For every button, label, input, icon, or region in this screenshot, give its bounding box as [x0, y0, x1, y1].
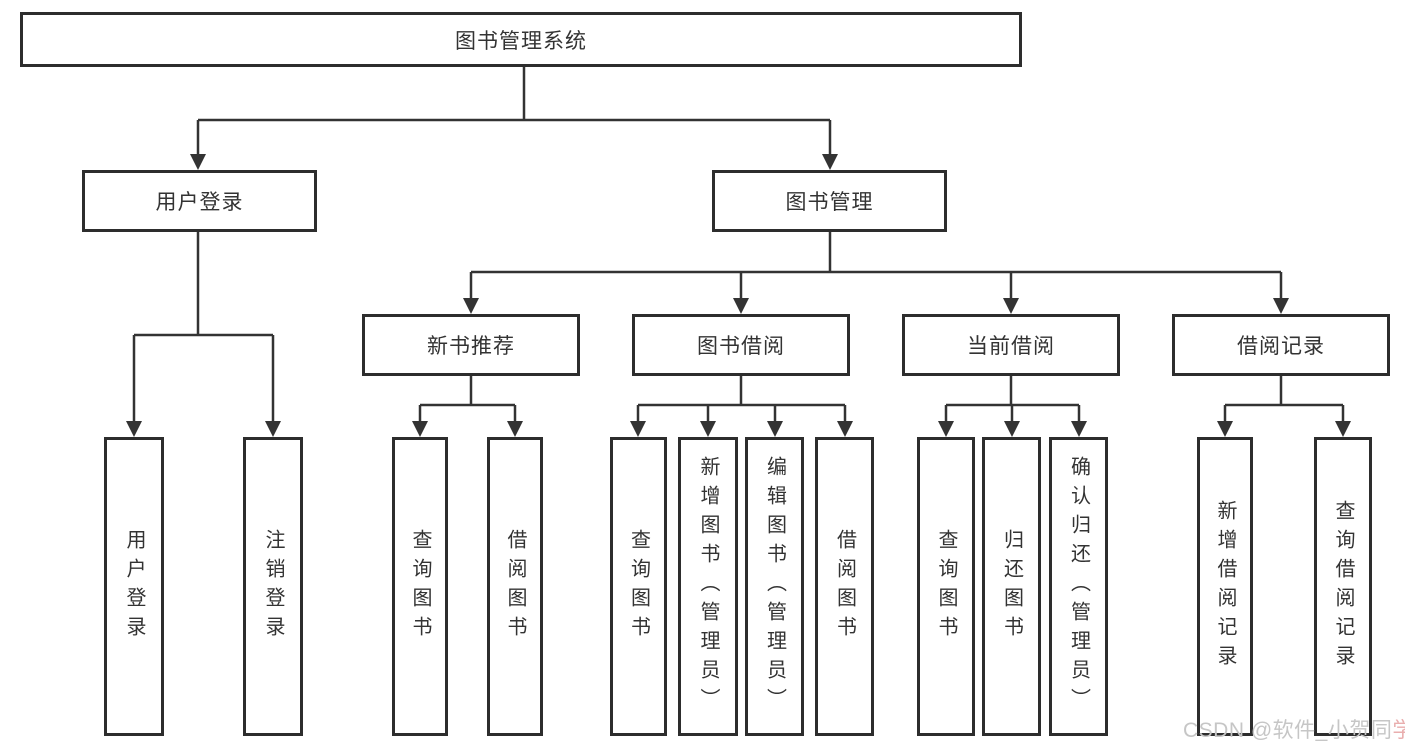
leaf-cb-confirm-return-admin-label: 确认归还（管理员）: [1067, 456, 1090, 717]
watermark-text: CSDN @软件_小贺同: [1183, 719, 1393, 742]
leaf-bb-edit-books-admin: 编辑图书（管理员）: [745, 437, 804, 736]
leaf-cb-query-books: 查询图书: [917, 437, 975, 736]
leaf-br-query-record-label: 查询借阅记录: [1332, 499, 1354, 674]
leaf-bb-query-books: 查询图书: [610, 437, 667, 736]
leaf-user-login: 用户登录: [104, 437, 164, 736]
leaf-br-query-record: 查询借阅记录: [1314, 437, 1372, 736]
leaf-br-add-record: 新增借阅记录: [1197, 437, 1253, 736]
leaf-logout-label: 注销登录: [262, 528, 284, 645]
leaf-cb-query-books-label: 查询图书: [935, 528, 957, 645]
node-book-borrowing-label: 图书借阅: [697, 335, 785, 358]
leaf-rec-query-books: 查询图书: [392, 437, 448, 736]
node-current-borrowing-label: 当前借阅: [967, 335, 1055, 358]
leaf-bb-query-books-label: 查询图书: [627, 528, 650, 645]
watermark-text-suffix: 学: [1392, 719, 1405, 742]
leaf-bb-edit-books-admin-label: 编辑图书（管理员）: [763, 456, 786, 717]
leaf-logout: 注销登录: [243, 437, 303, 736]
node-book-borrowing: 图书借阅: [632, 314, 850, 376]
node-new-book-recommendation-label: 新书推荐: [427, 335, 515, 358]
node-borrowing-records: 借阅记录: [1172, 314, 1390, 376]
leaf-cb-confirm-return-admin: 确认归还（管理员）: [1049, 437, 1108, 736]
node-new-book-recommendation: 新书推荐: [362, 314, 580, 376]
leaf-bb-add-books-admin: 新增图书（管理员）: [678, 437, 738, 736]
node-user-login-label: 用户登录: [155, 191, 244, 214]
leaf-bb-borrow-books-label: 借阅图书: [833, 528, 856, 645]
leaf-rec-borrow-books: 借阅图书: [487, 437, 543, 736]
node-root: 图书管理系统: [20, 12, 1022, 67]
edges-group: [132, 67, 1345, 423]
leaf-cb-return-books: 归还图书: [982, 437, 1041, 736]
node-borrowing-records-label: 借阅记录: [1237, 335, 1325, 358]
csdn-watermark: CSDN @软件_小贺同学: [1183, 714, 1405, 744]
leaf-cb-return-books-label: 归还图书: [1000, 528, 1023, 645]
node-root-label: 图书管理系统: [455, 29, 587, 53]
leaf-bb-borrow-books: 借阅图书: [815, 437, 874, 736]
node-book-management: 图书管理: [712, 170, 947, 232]
node-user-login: 用户登录: [82, 170, 317, 232]
leaf-bb-add-books-admin-label: 新增图书（管理员）: [697, 456, 719, 717]
arrowheads-group: [126, 154, 1351, 437]
node-current-borrowing: 当前借阅: [902, 314, 1120, 376]
node-book-management-label: 图书管理: [785, 191, 874, 214]
leaf-rec-query-books-label: 查询图书: [409, 528, 431, 645]
leaf-user-login-label: 用户登录: [123, 528, 145, 645]
leaf-br-add-record-label: 新增借阅记录: [1214, 499, 1236, 674]
leaf-rec-borrow-books-label: 借阅图书: [504, 528, 526, 645]
